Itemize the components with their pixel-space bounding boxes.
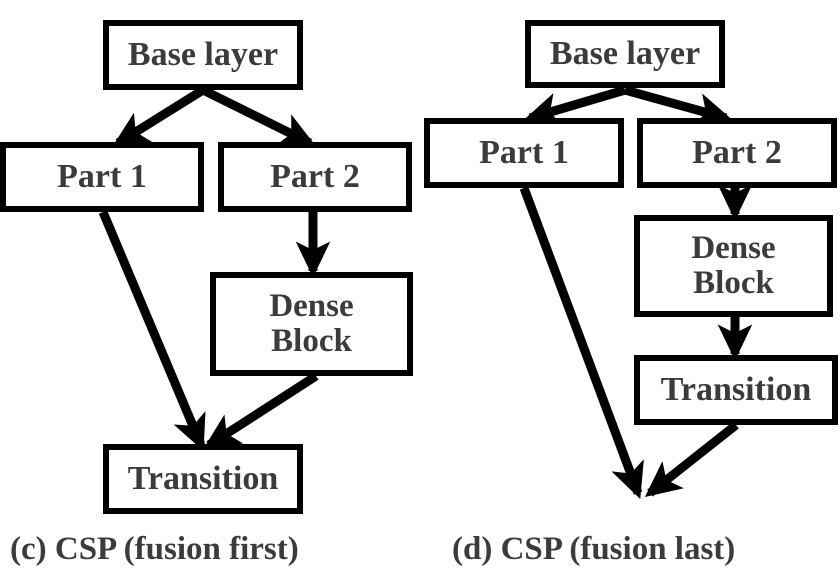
d-node-part-2-label: Part 2 <box>692 134 782 172</box>
edge-d-transition-to-fusion-point <box>644 421 739 498</box>
c-node-transition-label: Transition <box>127 460 279 498</box>
c-node-part-2[interactable]: Part 2 <box>218 142 412 212</box>
c-node-part-1-label: Part 1 <box>57 158 147 196</box>
c-node-part-1[interactable]: Part 1 <box>0 142 204 212</box>
d-node-transition-label: Transition <box>660 371 812 409</box>
c-node-dense-block-label-line2: Block <box>271 323 352 359</box>
c-node-base-layer-label: Base layer <box>127 36 279 74</box>
edge-c-dense-to-transition <box>203 372 319 449</box>
d-node-dense-block-label-line1: Dense <box>691 230 776 267</box>
d-node-base-layer-label: Base layer <box>549 35 701 73</box>
c-node-dense-block-label-line1: Dense <box>269 288 354 325</box>
edge-c-part1-to-transition <box>98 210 206 451</box>
d-node-part-1[interactable]: Part 1 <box>424 118 624 188</box>
c-node-transition[interactable]: Transition <box>103 444 303 514</box>
d-caption: (d) CSP (fusion last) <box>452 531 736 567</box>
c-node-part-2-label: Part 2 <box>270 158 360 196</box>
edge-c-base-to-part1 <box>112 86 206 147</box>
d-node-dense-block[interactable]: Dense Block <box>634 215 833 317</box>
c-node-dense-block[interactable]: Dense Block <box>210 272 413 376</box>
d-node-part-1-label: Part 1 <box>479 134 569 172</box>
c-node-base-layer[interactable]: Base layer <box>103 20 303 90</box>
c-caption: (c) CSP (fusion first) <box>10 531 299 567</box>
d-node-part-2[interactable]: Part 2 <box>637 118 837 188</box>
edge-d-base-to-part2 <box>623 85 733 127</box>
edge-d-part1-to-fusion-point <box>519 186 644 500</box>
edge-c-base-to-part2 <box>201 85 316 148</box>
d-node-base-layer[interactable]: Base layer <box>525 20 725 88</box>
edge-d-base-to-part1 <box>523 85 627 127</box>
d-node-transition[interactable]: Transition <box>634 355 838 425</box>
d-node-dense-block-label-line2: Block <box>693 265 774 301</box>
